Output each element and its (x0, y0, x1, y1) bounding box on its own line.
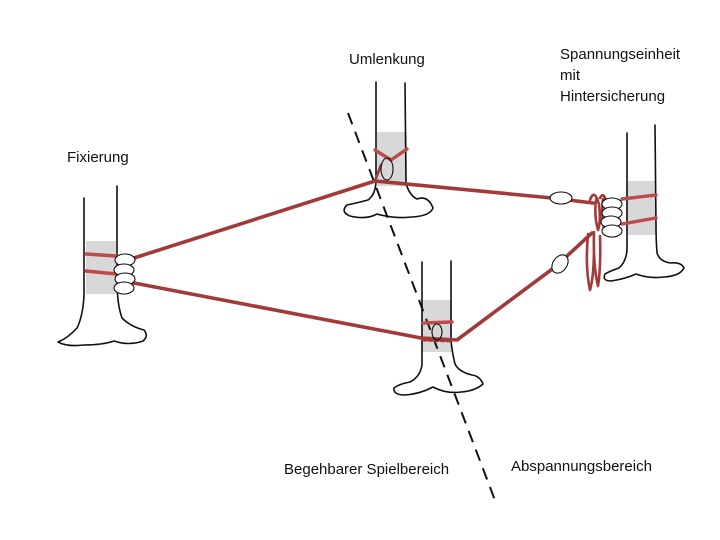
spannung-wrap-upper (620, 193, 658, 201)
label-begehbarer-spielbereich: Begehbarer Spielbereich (284, 461, 449, 478)
tree-protection-fixierung (86, 241, 116, 294)
tree-protection-spannung (626, 181, 656, 235)
label-abspannungsbereich: Abspannungsbereich (511, 458, 652, 475)
fixierung-rings (113, 253, 136, 295)
umlenkung-wrap-back (373, 163, 383, 183)
tree-protection-center (421, 300, 452, 352)
umlenkung-ring (380, 157, 394, 181)
label-fixierung: Fixierung (67, 149, 129, 166)
center-wrap-upper (421, 320, 454, 325)
spannung-ring-upper (549, 191, 573, 205)
upper-rope (132, 179, 595, 260)
tree-spannung (603, 124, 685, 282)
fixierung-wrap-upper (84, 252, 118, 258)
fixierung-wrap-lower (84, 269, 118, 276)
rope-system (84, 147, 658, 343)
tree-fixierung (57, 185, 148, 347)
label-umlenkung: Umlenkung (349, 51, 425, 68)
center-ring (431, 323, 443, 341)
spannung-wrap-lower (620, 216, 658, 226)
fixierung-ring-4 (113, 281, 135, 295)
spannung-ring-lower (551, 254, 569, 274)
label-hintersicherung: Hintersicherung (560, 88, 665, 105)
tree-center (393, 260, 484, 396)
tree-umlenkung (343, 81, 434, 219)
lower-rope (132, 231, 594, 342)
area-divider-line (347, 112, 497, 504)
spannung-ring-d (601, 224, 623, 238)
label-mit: mit (560, 67, 581, 84)
spannung-rings (549, 191, 623, 274)
label-spannungseinheit: Spannungseinheit (560, 46, 681, 63)
